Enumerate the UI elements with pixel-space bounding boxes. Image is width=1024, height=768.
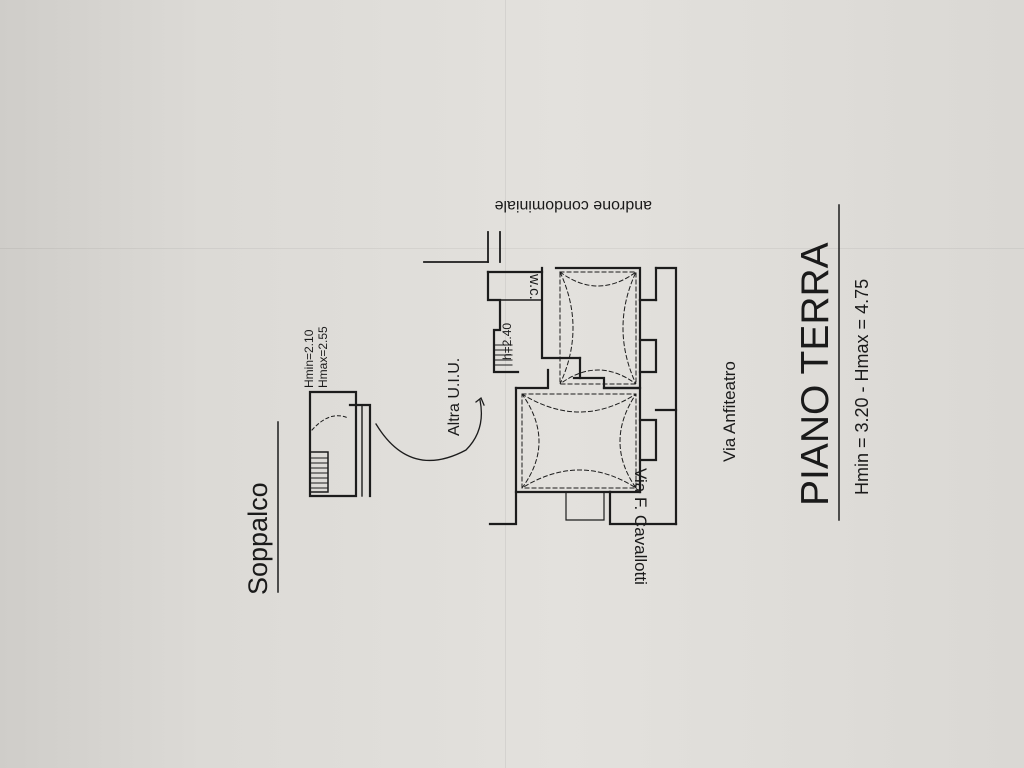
wc-label: w.c. bbox=[526, 274, 543, 300]
street-cavallotti-label: Via F. Cavallotti bbox=[631, 468, 650, 585]
ground-floor-heights: Hmin = 3.20 - Hmax = 4.75 bbox=[852, 278, 872, 495]
condo-hall-label: androne condominiale bbox=[494, 197, 652, 214]
mezzanine-hmin: Hmin=2.10 bbox=[302, 329, 316, 388]
paper-fold-horizontal bbox=[0, 248, 1024, 249]
mezzanine-plan bbox=[308, 390, 372, 498]
paper-fold-vertical bbox=[505, 0, 506, 768]
ceiling-height-label: h=2.40 bbox=[500, 322, 514, 360]
mezzanine-hmax: Hmax=2.55 bbox=[316, 326, 330, 388]
other-unit-label: Altra U.I.U. bbox=[446, 357, 463, 436]
street-anfiteatro-label: Via Anfiteatro bbox=[720, 361, 739, 462]
ground-floor-plan bbox=[423, 231, 678, 526]
mezzanine-title: Soppalco bbox=[243, 482, 273, 595]
ground-floor-title: PIANO TERRA bbox=[794, 242, 837, 506]
